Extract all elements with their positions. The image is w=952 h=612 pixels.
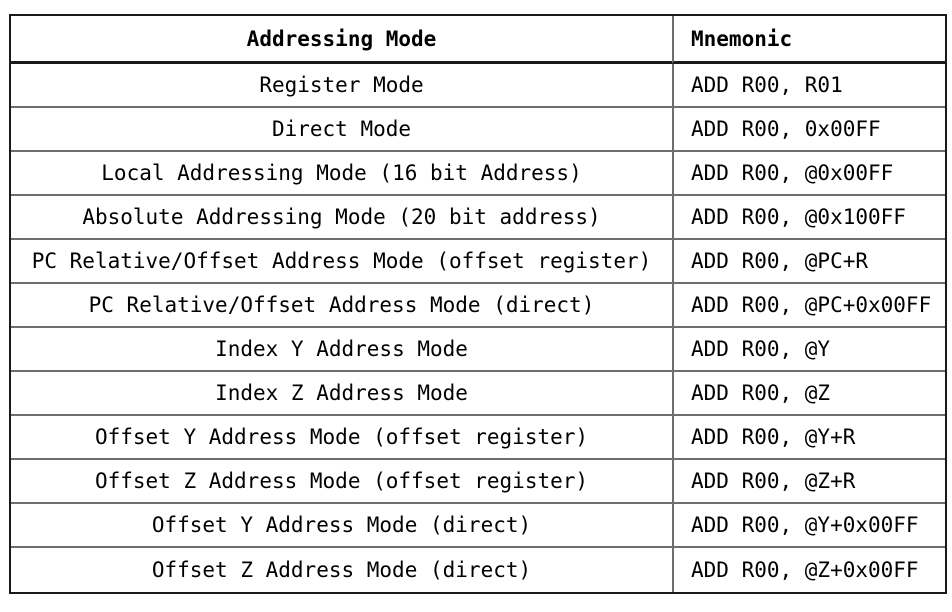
table-header-row: Addressing Mode Mnemonic (11, 16, 945, 64)
table-row: Local Addressing Mode (16 bit Address)AD… (11, 152, 945, 196)
cell-addressing-mode: Direct Mode (11, 108, 672, 152)
cell-mnemonic: ADD R00, @Y+0x00FF (672, 504, 945, 548)
cell-mnemonic: ADD R00, R01 (672, 64, 945, 108)
table-row: Offset Y Address Mode (direct)ADD R00, @… (11, 504, 945, 548)
cell-addressing-mode: Local Addressing Mode (16 bit Address) (11, 152, 672, 196)
cell-addressing-mode: PC Relative/Offset Address Mode (direct) (11, 284, 672, 328)
cell-addressing-mode: Offset Y Address Mode (offset register) (11, 416, 672, 460)
table-row: Offset Y Address Mode (offset register)A… (11, 416, 945, 460)
cell-mnemonic: ADD R00, @Z (672, 372, 945, 416)
cell-mnemonic: ADD R00, @Y+R (672, 416, 945, 460)
cell-mnemonic: ADD R00, 0x00FF (672, 108, 945, 152)
cell-mnemonic: ADD R00, @Y (672, 328, 945, 372)
column-header-addressing-mode: Addressing Mode (11, 16, 672, 64)
cell-mnemonic: ADD R00, @0x100FF (672, 196, 945, 240)
cell-mnemonic: ADD R00, @Z+0x00FF (672, 548, 945, 592)
cell-mnemonic: ADD R00, @0x00FF (672, 152, 945, 196)
cell-addressing-mode: Index Z Address Mode (11, 372, 672, 416)
table-row: Offset Z Address Mode (offset register)A… (11, 460, 945, 504)
column-header-mnemonic: Mnemonic (672, 16, 945, 64)
cell-addressing-mode: Offset Z Address Mode (direct) (11, 548, 672, 592)
table-header: Addressing Mode Mnemonic (11, 16, 945, 64)
cell-mnemonic: ADD R00, @PC+0x00FF (672, 284, 945, 328)
cell-addressing-mode: Absolute Addressing Mode (20 bit address… (11, 196, 672, 240)
cell-mnemonic: ADD R00, @Z+R (672, 460, 945, 504)
cell-addressing-mode: Index Y Address Mode (11, 328, 672, 372)
table-row: PC Relative/Offset Address Mode (offset … (11, 240, 945, 284)
table-row: Offset Z Address Mode (direct)ADD R00, @… (11, 548, 945, 592)
cell-addressing-mode: Offset Z Address Mode (offset register) (11, 460, 672, 504)
cell-addressing-mode: PC Relative/Offset Address Mode (offset … (11, 240, 672, 284)
table-row: Absolute Addressing Mode (20 bit address… (11, 196, 945, 240)
table-row: PC Relative/Offset Address Mode (direct)… (11, 284, 945, 328)
cell-mnemonic: ADD R00, @PC+R (672, 240, 945, 284)
cell-addressing-mode: Offset Y Address Mode (direct) (11, 504, 672, 548)
cell-addressing-mode: Register Mode (11, 64, 672, 108)
